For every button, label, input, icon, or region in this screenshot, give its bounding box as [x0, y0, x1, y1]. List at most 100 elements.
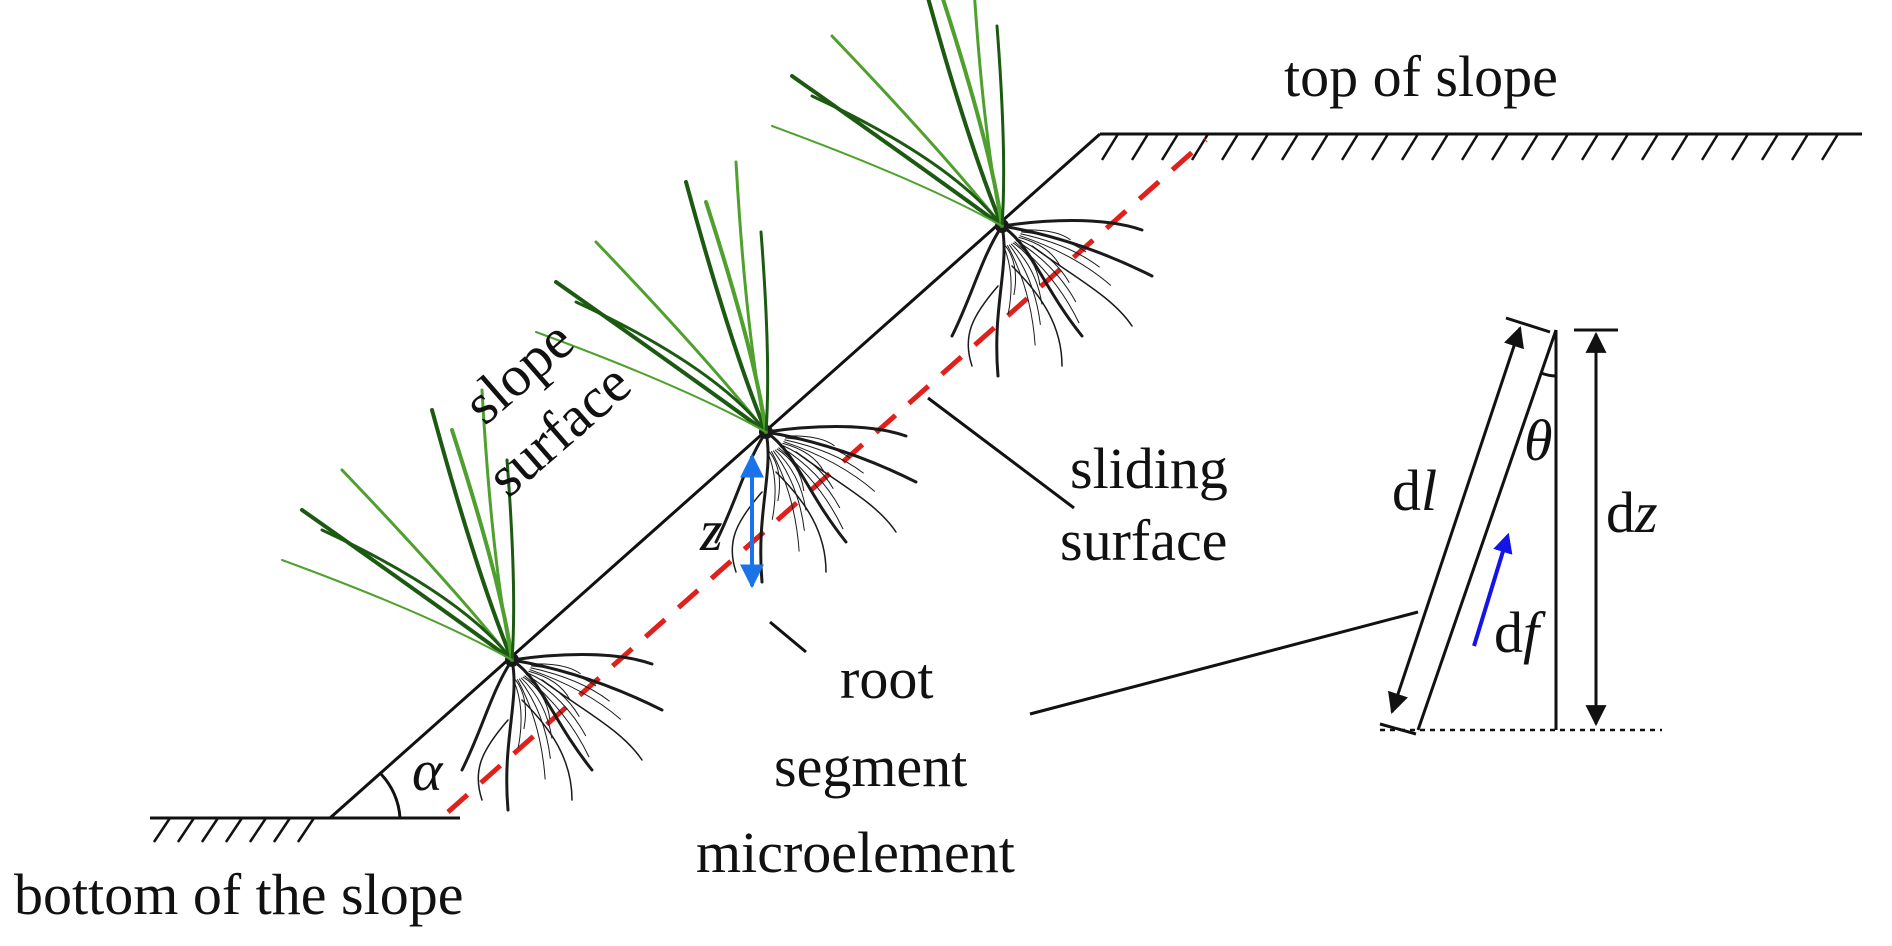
- hatch-mark: [1580, 133, 1600, 161]
- root-branch: [950, 224, 1004, 338]
- hatch-mark: [1130, 133, 1150, 161]
- grass-blade: [759, 230, 770, 434]
- root-hair: [774, 449, 807, 511]
- grass-blade: [450, 428, 514, 662]
- root-branch: [775, 471, 827, 573]
- root-hair: [515, 679, 527, 730]
- hatch-mark: [1220, 133, 1240, 161]
- hatch-mark: [1370, 133, 1390, 161]
- grass-blade: [554, 280, 768, 434]
- root-hair: [766, 451, 776, 520]
- root-branch: [477, 719, 509, 801]
- root-branch: [510, 658, 594, 772]
- grass-blade: [995, 24, 1006, 228]
- root-branch: [714, 430, 768, 544]
- root-branch: [731, 491, 763, 573]
- root-hair: [1012, 242, 1041, 285]
- root-hair: [530, 667, 610, 702]
- root-branch: [764, 425, 908, 438]
- top-hatching: [1100, 133, 1840, 161]
- root-hair: [1014, 241, 1080, 324]
- plant: [281, 388, 664, 812]
- hatch-mark: [1250, 133, 1270, 161]
- alpha-label: α: [412, 738, 444, 803]
- z-label: z: [699, 498, 723, 563]
- root-hair: [1020, 233, 1100, 268]
- root-hair: [1019, 235, 1112, 286]
- dl-tick-top: [1505, 316, 1551, 334]
- root-hair: [1008, 244, 1041, 325]
- hatch-mark: [296, 817, 316, 843]
- root-branch: [460, 658, 514, 772]
- hatch-mark: [1460, 133, 1480, 161]
- dz-label: dz: [1606, 480, 1658, 545]
- df-label: df: [1494, 600, 1546, 665]
- sliding-surface-line: [446, 138, 1208, 814]
- root-hair: [784, 439, 864, 474]
- root-hair: [1010, 243, 1043, 305]
- root-branch: [521, 699, 573, 801]
- hatch-mark: [1820, 133, 1840, 161]
- grass-plant-icon: [771, 0, 1006, 228]
- grass-blade: [941, 0, 1004, 228]
- hatch-mark: [1550, 133, 1570, 161]
- hatch-mark: [1790, 133, 1810, 161]
- hatch-mark: [176, 817, 196, 843]
- sliding-surface-label-1: sliding: [1070, 436, 1228, 501]
- root-hair: [528, 670, 571, 700]
- root-segment-label-3: microelement: [696, 820, 1015, 885]
- hatch-mark: [1520, 133, 1540, 161]
- sliding-surface-label-2: surface: [1060, 508, 1227, 573]
- root-hair: [1017, 238, 1070, 283]
- root-hair: [778, 447, 844, 530]
- bottom-of-slope-label: bottom of the slope: [14, 862, 463, 927]
- root-hair: [1006, 245, 1036, 346]
- root-hair: [785, 437, 851, 459]
- root-hair: [1021, 231, 1087, 253]
- hatch-mark: [224, 817, 244, 843]
- root-segment-leader: [769, 620, 807, 654]
- hatch-mark: [1640, 133, 1660, 161]
- hatch-mark: [272, 817, 292, 843]
- root-hair: [1018, 236, 1061, 266]
- root-hair: [529, 669, 622, 720]
- root-hair: [769, 451, 781, 502]
- root-element-left-edge: [1416, 329, 1558, 731]
- plant: [535, 160, 918, 584]
- root-hair: [781, 444, 834, 489]
- root-hair: [512, 679, 522, 748]
- dl-label: dl: [1392, 458, 1437, 523]
- root-branch: [995, 224, 1006, 378]
- dl-arrow: [1388, 326, 1524, 714]
- root-hair: [524, 675, 590, 758]
- grass-plant-icon: [535, 160, 770, 434]
- root-hair: [1021, 229, 1071, 241]
- root-hair: [1005, 245, 1017, 296]
- root-hair: [785, 435, 835, 447]
- root-system-icon: [714, 425, 918, 584]
- root-system-icon: [950, 219, 1154, 378]
- root-branch: [759, 430, 770, 584]
- top-of-slope-label: top of slope: [1284, 44, 1558, 109]
- root-branch: [764, 430, 848, 544]
- root-hair: [772, 450, 805, 531]
- hatch-mark: [248, 817, 268, 843]
- hatch-mark: [1430, 133, 1450, 161]
- root-segment-label-1: root: [840, 646, 933, 711]
- grass-blade: [574, 300, 768, 434]
- root-hair: [531, 665, 597, 687]
- hatch-mark: [1670, 133, 1690, 161]
- grass-blade: [505, 458, 516, 662]
- root-hair: [770, 451, 800, 552]
- hatch-mark: [200, 817, 220, 843]
- root-hair: [520, 677, 553, 739]
- plants-group: [281, 0, 1154, 812]
- bottom-hatching: [152, 817, 316, 843]
- root-branch: [1011, 265, 1063, 367]
- hatch-mark: [1100, 133, 1120, 161]
- hatch-mark: [1760, 133, 1780, 161]
- grass-blade: [771, 125, 1003, 227]
- theta-angle-arc: [1540, 371, 1557, 378]
- root-hair: [531, 663, 581, 675]
- hatch-mark: [1340, 133, 1360, 161]
